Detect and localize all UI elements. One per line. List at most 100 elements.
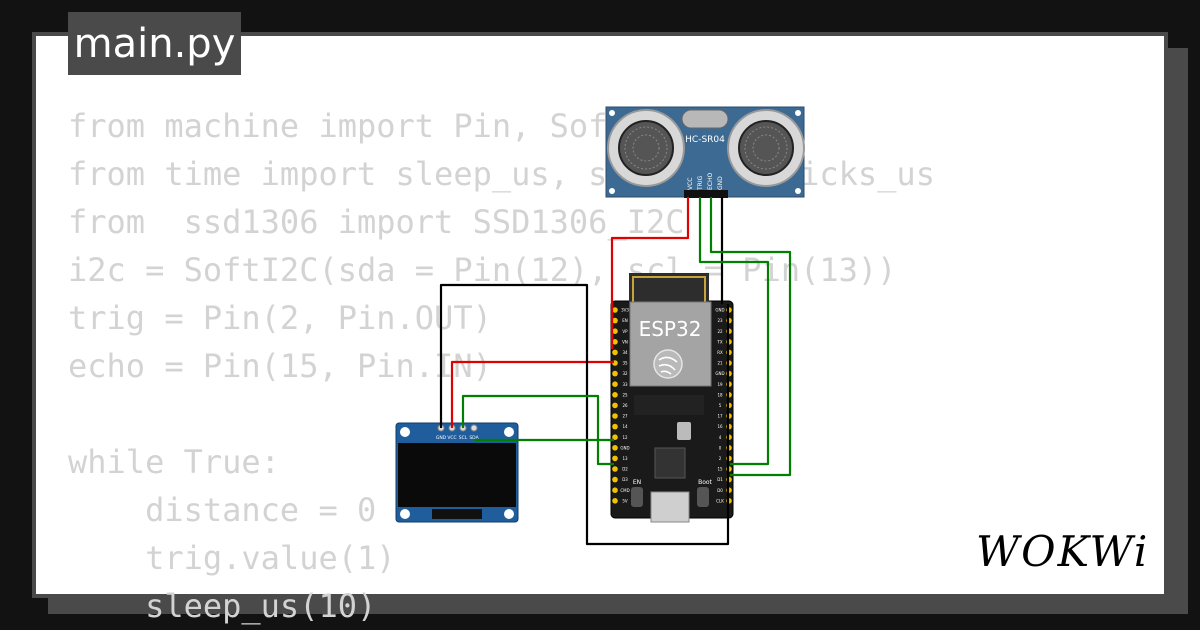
board-chip xyxy=(634,395,704,415)
oled-ribbon xyxy=(432,509,482,519)
esp32-pin-label: VN xyxy=(622,339,628,344)
en-button[interactable] xyxy=(631,487,643,507)
mount-hole xyxy=(504,427,514,437)
oled-pin-label: GND xyxy=(436,435,447,441)
esp32-pin-label: VP xyxy=(622,329,628,334)
sensor-model-label: HC-SR04 xyxy=(685,135,725,145)
oled-pin-label: VCC xyxy=(447,435,456,441)
esp32-pin-left[interactable] xyxy=(612,423,618,430)
wire-sensor-trig[interactable] xyxy=(698,197,770,466)
esp32-pin-label: D1 xyxy=(717,477,723,482)
esp32-pin-label: GND xyxy=(715,308,724,313)
esp32-pin-left[interactable] xyxy=(612,487,618,494)
esp32-pin-label: GND xyxy=(620,445,629,450)
esp32-pin-left[interactable] xyxy=(612,498,618,504)
wire-oled-scl[interactable] xyxy=(461,394,614,466)
esp32-pin-label: 27 xyxy=(622,414,628,419)
code-line: echo = Pin(15, Pin.IN) xyxy=(68,347,492,385)
crystal-icon xyxy=(681,109,729,129)
wire-oled-gnd[interactable] xyxy=(439,283,730,546)
esp32-pin-label: 17 xyxy=(717,414,723,419)
esp32-pin-left[interactable] xyxy=(612,466,618,472)
transducer-right-icon xyxy=(727,109,805,187)
esp32-pin-left[interactable] xyxy=(612,392,618,398)
esp32-pin-left[interactable] xyxy=(612,328,618,335)
oled-display[interactable]: GND VCC SCL SDA xyxy=(395,422,519,523)
esp32-pin-label: D0 xyxy=(717,488,723,493)
esp32-pin-label: 4 xyxy=(719,435,722,440)
esp32-pin-left[interactable] xyxy=(612,445,618,451)
esp32-pin-label: 21 xyxy=(717,361,723,366)
esp32-pin-left[interactable] xyxy=(612,402,618,409)
sensor-pin-label: GND xyxy=(717,176,724,190)
esp32-pin-left[interactable] xyxy=(612,455,618,462)
esp32-pin-label: CLK xyxy=(716,498,724,503)
esp32-pin-label: 32 xyxy=(622,371,628,376)
esp32-pin-label: 33 xyxy=(622,382,628,387)
esp32-pin-label: 5V xyxy=(622,498,628,503)
esp32-pin-left[interactable] xyxy=(612,434,618,441)
esp32-pin-label: 22 xyxy=(717,329,723,334)
wire-sensor-echo[interactable] xyxy=(709,197,792,477)
esp32-pin-label: 15 xyxy=(717,467,723,472)
esp32-pin-left[interactable] xyxy=(612,381,618,388)
mount-hole xyxy=(504,509,514,519)
esp32-pin-label: EN xyxy=(622,318,628,323)
esp32-pin-left[interactable] xyxy=(612,413,618,419)
esp32-left-header: 3V3ENVPVN343532332526271412GND13D2D3CMD5… xyxy=(612,307,630,504)
esp32-pin-label: 19 xyxy=(717,382,723,387)
esp32-pin-label: 5 xyxy=(719,403,722,408)
wire-oled-vcc[interactable] xyxy=(450,360,614,428)
code-line: trig = Pin(2, Pin.OUT) xyxy=(68,299,492,337)
code-line: sleep_us(10) xyxy=(68,587,377,625)
esp32-pin-label: D3 xyxy=(622,477,628,482)
wires xyxy=(439,197,792,546)
esp32-pin-label: 25 xyxy=(622,392,628,397)
esp32-pin-left[interactable] xyxy=(612,370,618,377)
esp32-pin-left[interactable] xyxy=(612,307,618,313)
sensor-pin-label: ECHO xyxy=(707,173,714,190)
transducer-left-icon xyxy=(607,109,685,187)
esp32-pin-label: 26 xyxy=(622,403,628,408)
mount-hole xyxy=(609,110,615,116)
wokwi-logo: WOKWi xyxy=(976,527,1150,576)
mount-hole xyxy=(795,188,801,194)
code-line: while True: xyxy=(68,443,280,481)
esp32-pin-label: D2 xyxy=(622,467,628,472)
esp32-pin-label: GND xyxy=(715,371,724,376)
esp32-pin-label: 34 xyxy=(622,350,628,355)
esp32-pin-label: 12 xyxy=(622,435,628,440)
esp32-pin-label: RX xyxy=(717,350,723,355)
mount-hole xyxy=(400,427,410,437)
mount-hole xyxy=(795,110,801,116)
mount-hole xyxy=(400,509,410,519)
en-button-label: EN xyxy=(633,479,641,486)
file-tab[interactable]: main.py xyxy=(68,12,241,75)
esp32-pin-label: 23 xyxy=(717,318,723,323)
esp32-pin-label: 0 xyxy=(719,445,722,450)
wire-sensor-vcc[interactable] xyxy=(610,197,690,349)
usb-uart-chip xyxy=(654,447,686,479)
oled-screen xyxy=(398,443,516,507)
mount-hole xyxy=(609,188,615,194)
esp32-pin-label: CMD xyxy=(620,488,629,493)
code-line: distance = 0 xyxy=(68,491,377,529)
espressif-logo-icon xyxy=(653,349,683,379)
esp32-pin-left[interactable] xyxy=(612,317,618,324)
esp32-pin-left[interactable] xyxy=(612,339,618,345)
esp32-pin-left[interactable] xyxy=(612,349,618,356)
esp32-pin-label: TX xyxy=(716,339,722,344)
code-line: trig.value(1) xyxy=(68,539,396,577)
sensor-header xyxy=(684,190,728,198)
code-line: from time import sleep_us, sleep_ms, tic… xyxy=(68,155,935,193)
esp32-board[interactable]: ESP32 EN Boot 3V3ENVPVN34353233252627141… xyxy=(610,273,734,523)
boot-button[interactable] xyxy=(697,487,709,507)
oled-pin-label: SDA xyxy=(469,435,479,441)
esp32-pin-label: 16 xyxy=(717,424,723,429)
esp32-pin-left[interactable] xyxy=(612,476,618,483)
esp32-pin-label: 35 xyxy=(622,361,628,366)
ultrasonic-sensor[interactable]: HC-SR04 VCC TRIG ECHO GND xyxy=(605,106,805,198)
micro-usb-port xyxy=(650,491,690,523)
